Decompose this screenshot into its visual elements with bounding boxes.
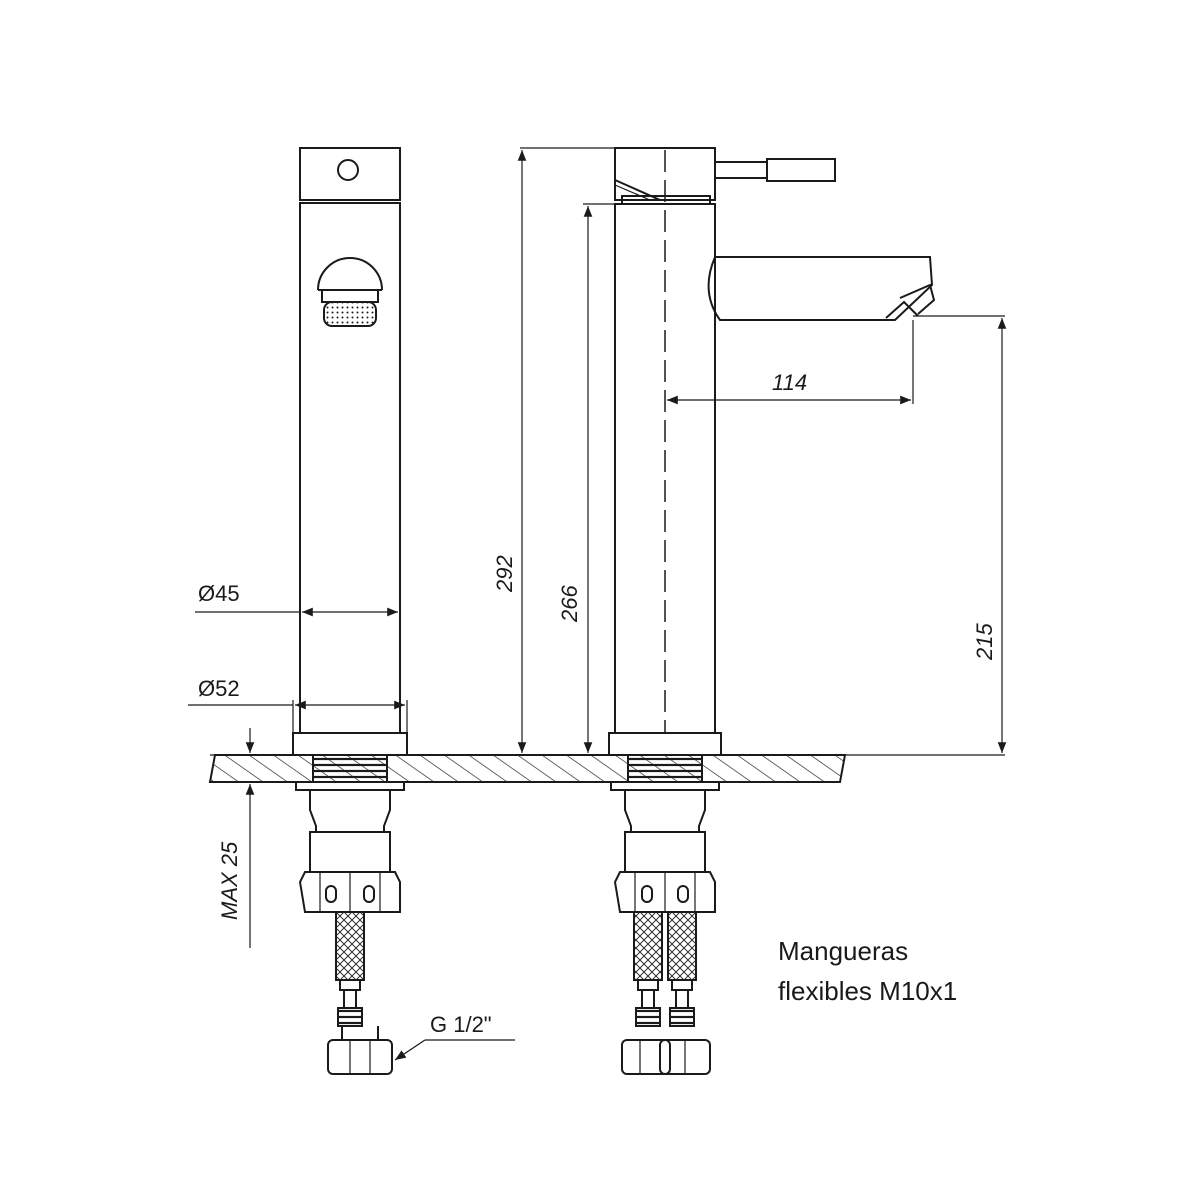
note-line-1: Mangueras [778,936,908,966]
dimension-lines [188,147,1007,1061]
dimension-total-height: 292 [492,555,517,593]
spout-front [317,257,383,327]
dimension-diameter-body: Ø45 [198,581,240,606]
hex-connector-side [613,871,716,913]
spout-side [707,256,936,321]
front-view [292,147,408,1075]
hex-connector-front [298,871,401,913]
dimension-body-height: 266 [557,585,582,623]
dimension-diameter-base: Ø52 [198,676,240,701]
dimension-spout-height: 215 [972,623,997,661]
dimension-max-thickness: MAX 25 [217,841,242,920]
bottom-nut-front [327,1026,393,1075]
bottom-nuts-side [621,1039,711,1075]
dimension-connection-thread: G 1/2" [430,1012,492,1037]
dimension-spout-reach: 114 [772,370,807,395]
note-line-2: flexibles M10x1 [778,976,957,1006]
side-view [608,147,936,1075]
